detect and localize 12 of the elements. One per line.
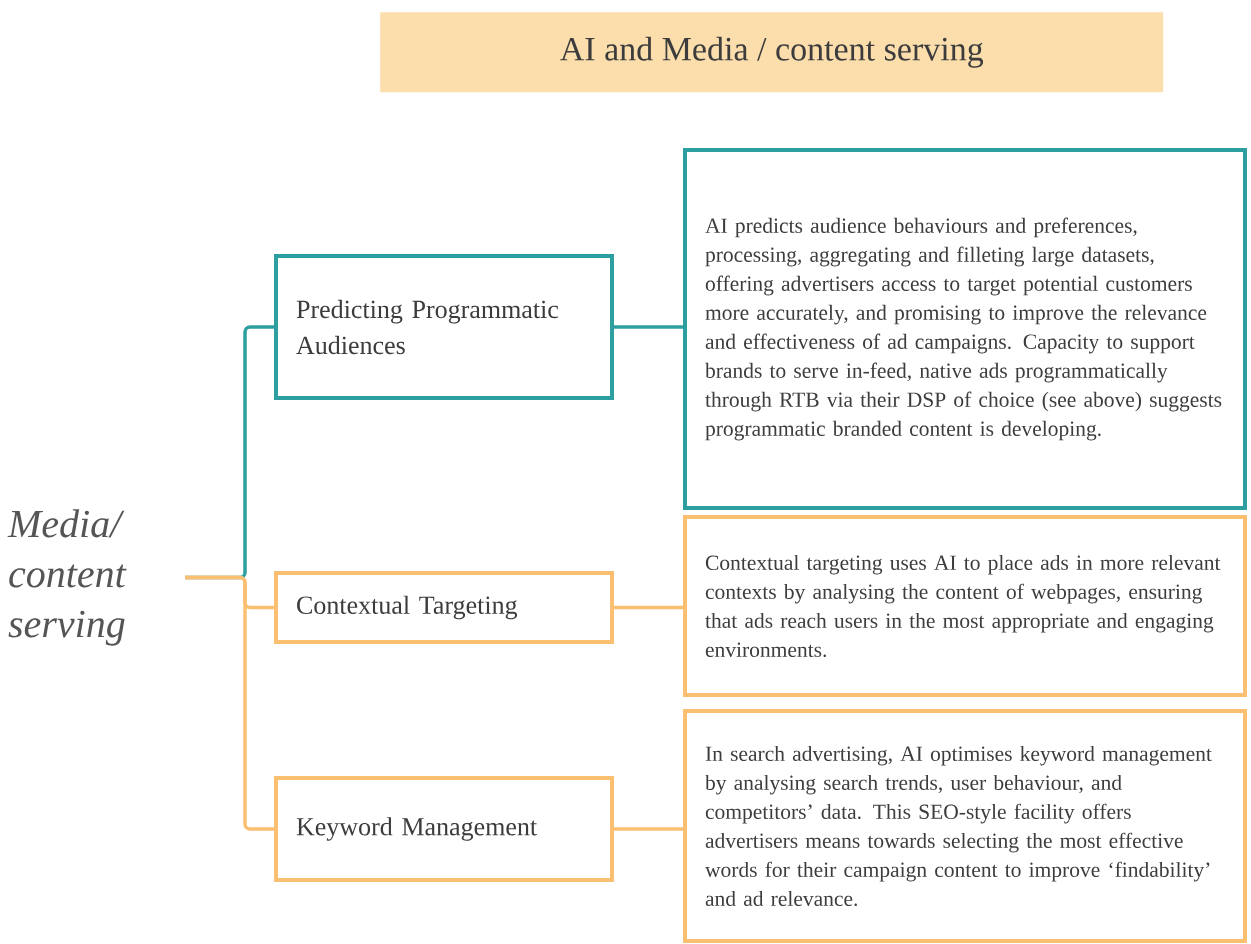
connector-line	[614, 605, 683, 610]
category-box: Predicting Programmatic Audiences	[274, 254, 614, 400]
description-box: AI predicts audience behaviours and preferences, processing, aggregating and filleting large datasets, offering advertisers access to target potential customers more accurately, and promising to improve the relevance and effectiveness of ad campaigns. Capacity to support brands to serve in-feed, native ads programmatically through RTB via their DSP of choice (see above) suggests programmatic branded content is developing.	[683, 148, 1247, 510]
connector-line	[185, 575, 274, 831]
title-banner: AI and Media / content serving	[380, 12, 1164, 93]
topic-label: Media/ content serving	[7, 509, 127, 646]
connector-line	[614, 325, 683, 329]
description-box: In search advertising, AI optimises keyword management by analysing search trends, user behaviour, and competitors’ data. This SEO-style facility offers advertisers means towards selecting the most effective words for their campaign content to improve ‘findability’ and ad relevance.	[683, 709, 1247, 943]
category-box: Keyword Management	[274, 776, 614, 882]
connector-line	[614, 827, 683, 831]
description-box: Contextual targeting uses AI to place ads in more relevant contexts by analysing the content of webpages, ensuring that ads reach users in the most appropriate and engaging environments.	[683, 515, 1247, 697]
category-box: Contextual Targeting	[274, 571, 614, 644]
